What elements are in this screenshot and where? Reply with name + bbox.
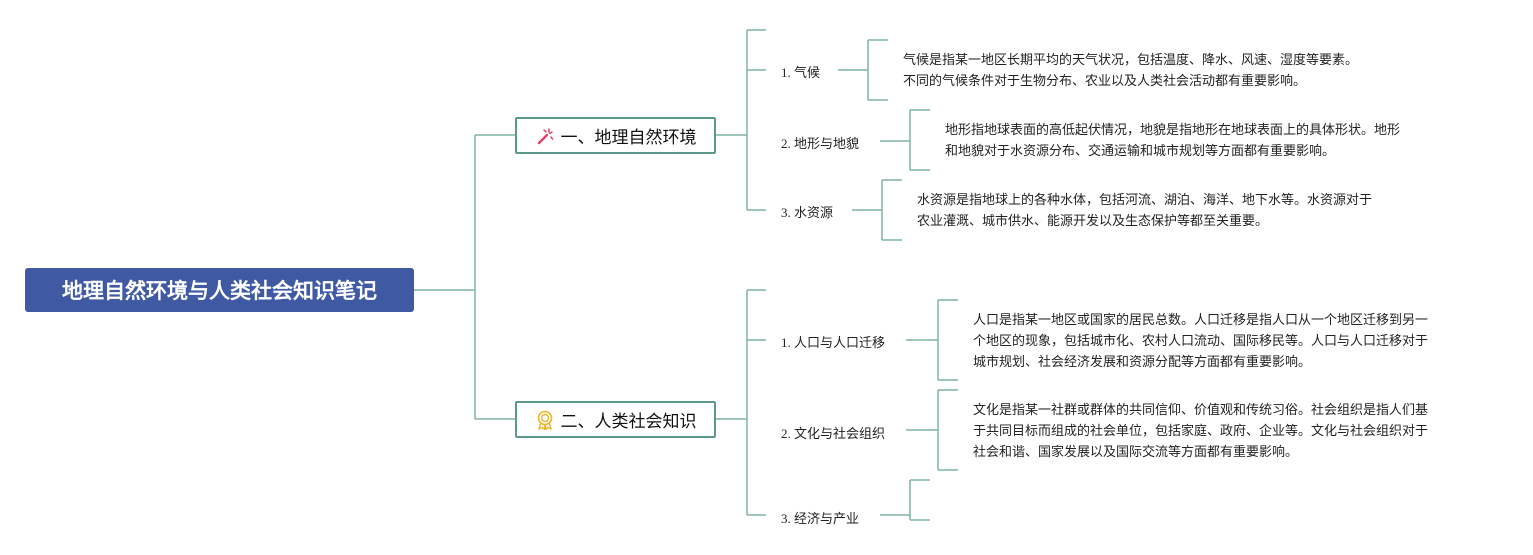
description-line: 社会和谐、国家发展以及国际交流等方面都有重要影响。 — [973, 445, 1299, 460]
topic-description-water-resources: 水资源是指地球上的各种水体，包括河流、湖泊、海洋、地下水等。水资源对于 农业灌溉… — [917, 190, 1372, 232]
topic-label: 气候 — [794, 66, 821, 81]
description-line: 水资源是指地球上的各种水体，包括河流、湖泊、海洋、地下水等。水资源对于 — [917, 193, 1373, 208]
topic-number: 1. — [781, 335, 791, 350]
description-line: 文化是指某一社群或群体的共同信仰、价值观和传统习俗。社会组织是指人们基 — [973, 403, 1429, 418]
magic-wand-icon — [535, 126, 555, 146]
topic-water-resources[interactable]: 3. 水资源 — [781, 202, 833, 221]
topic-population-migration[interactable]: 1. 人口与人口迁移 — [781, 332, 885, 351]
description-line: 城市规划、社会经济发展和资源分配等方面都有重要影响。 — [973, 355, 1312, 370]
topic-label: 地形与地貌 — [794, 137, 860, 152]
topic-label: 人口与人口迁移 — [794, 336, 886, 351]
topic-number: 2. — [781, 136, 791, 151]
branch-node-human-society[interactable]: 二、人类社会知识 — [515, 401, 716, 438]
topic-description-climate: 气候是指某一地区长期平均的天气状况，包括温度、降水、风速、湿度等要素。 不同的气… — [903, 50, 1358, 92]
description-line: 地形指地球表面的高低起伏情况，地貌是指地形在地球表面上的具体形状。地形 — [945, 123, 1401, 138]
topic-description-landform: 地形指地球表面的高低起伏情况，地貌是指地形在地球表面上的具体形状。地形 和地貌对… — [945, 120, 1400, 162]
topic-label: 文化与社会组织 — [794, 427, 886, 442]
topic-climate[interactable]: 1. 气候 — [781, 62, 820, 81]
description-line: 农业灌溉、城市供水、能源开发以及生态保护等都至关重要。 — [917, 214, 1269, 229]
topic-description-culture-social-organization: 文化是指某一社群或群体的共同信仰、价值观和传统习俗。社会组织是指人们基 于共同目… — [973, 400, 1428, 463]
branch-title: 二、人类社会知识 — [560, 412, 697, 432]
description-line: 个地区的现象，包括城市化、农村人口流动、国际移民等。人口与人口迁移对于 — [973, 334, 1429, 349]
topic-economy-industry[interactable]: 3. 经济与产业 — [781, 508, 859, 527]
topic-landform[interactable]: 2. 地形与地貌 — [781, 133, 859, 152]
description-line: 和地貌对于水资源分布、交通运输和城市规划等方面都有重要影响。 — [945, 144, 1336, 159]
topic-number: 3. — [781, 205, 791, 220]
topic-label: 水资源 — [794, 206, 834, 221]
topic-number: 3. — [781, 511, 791, 526]
description-line: 不同的气候条件对于生物分布、农业以及人类社会活动都有重要影响。 — [903, 74, 1307, 89]
root-node[interactable]: 地理自然环境与人类社会知识笔记 — [25, 268, 414, 312]
topic-number: 1. — [781, 65, 791, 80]
branch-node-natural-environment[interactable]: 一、地理自然环境 — [515, 117, 716, 154]
description-line: 人口是指某一地区或国家的居民总数。人口迁移是指人口从一个地区迁移到另一 — [973, 313, 1429, 328]
root-title: 地理自然环境与人类社会知识笔记 — [62, 279, 377, 303]
topic-number: 2. — [781, 426, 791, 441]
topic-description-population-migration: 人口是指某一地区或国家的居民总数。人口迁移是指人口从一个地区迁移到另一 个地区的… — [973, 310, 1428, 373]
award-medal-icon — [535, 410, 555, 430]
description-line: 于共同目标而组成的社会单位，包括家庭、政府、企业等。文化与社会组织对于 — [973, 424, 1429, 439]
description-line: 气候是指某一地区长期平均的天气状况，包括温度、降水、风速、湿度等要素。 — [903, 53, 1359, 68]
topic-culture-social-organization[interactable]: 2. 文化与社会组织 — [781, 423, 885, 442]
topic-label: 经济与产业 — [794, 512, 860, 527]
branch-title: 一、地理自然环境 — [560, 128, 697, 148]
